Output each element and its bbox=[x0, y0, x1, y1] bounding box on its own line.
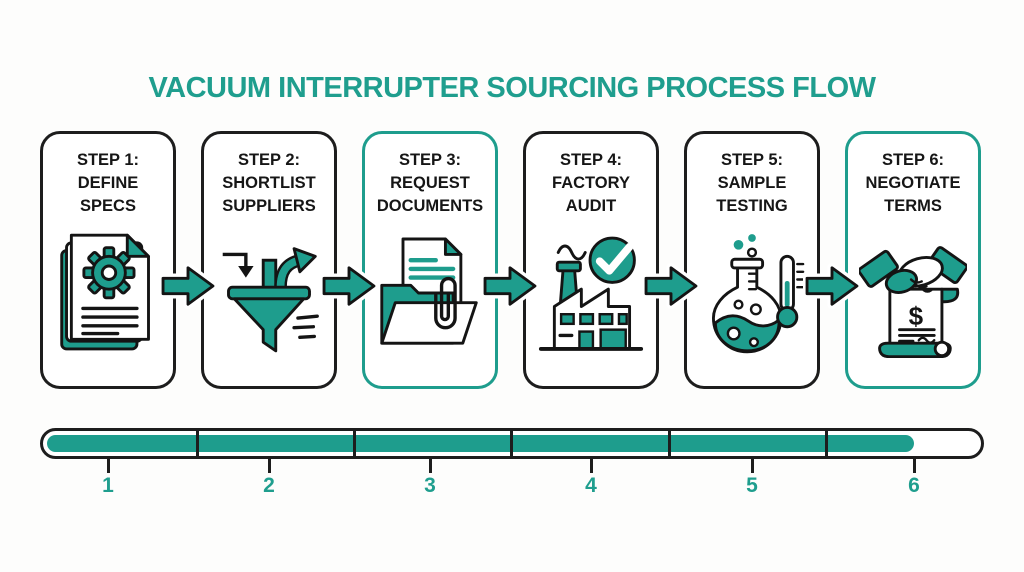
step-6-line-2: NEGOTIATE bbox=[865, 174, 961, 192]
segment-divider bbox=[668, 428, 671, 459]
step-4-label: STEP 4: FACTORY AUDIT bbox=[526, 149, 656, 218]
svg-text:$: $ bbox=[909, 301, 924, 331]
step-6-line-1: STEP 6: bbox=[881, 151, 945, 169]
step-card-1: STEP 1: DEFINE SPECS bbox=[40, 131, 176, 389]
folder-documents-icon bbox=[380, 237, 478, 345]
tick-label-4: 4 bbox=[585, 474, 597, 497]
step-5-line-2: SAMPLE bbox=[717, 174, 787, 192]
arrow-right-icon bbox=[481, 262, 539, 310]
arrow-right-icon bbox=[159, 262, 217, 310]
tick-label-6: 6 bbox=[908, 474, 920, 497]
step-card-6: STEP 6: NEGOTIATE TERMS $ bbox=[845, 131, 981, 389]
tick-mark-5 bbox=[751, 458, 754, 473]
page-title: VACUUM INTERRUPTER SOURCING PROCESS FLOW bbox=[148, 72, 876, 104]
step-3-line-2: REQUEST bbox=[390, 174, 470, 192]
step-2-line-2: SHORTLIST bbox=[222, 174, 316, 192]
segment-divider bbox=[196, 428, 199, 459]
segment-divider bbox=[510, 428, 513, 459]
step-3-line-1: STEP 3: bbox=[398, 151, 462, 169]
segment-divider bbox=[825, 428, 828, 459]
arrow-right-icon bbox=[320, 262, 378, 310]
segment-divider bbox=[353, 428, 356, 459]
documents-gear-icon bbox=[60, 233, 150, 351]
step-5-label: STEP 5: SAMPLE TESTING bbox=[687, 149, 817, 218]
arrow-right-icon bbox=[803, 262, 861, 310]
step-2-line-3: SUPPLIERS bbox=[222, 197, 316, 215]
step-card-2: STEP 2: SHORTLIST SUPPLIERS bbox=[201, 131, 337, 389]
tick-label-5: 5 bbox=[746, 474, 758, 497]
tick-mark-2 bbox=[268, 458, 271, 473]
handshake-contract-icon: $ bbox=[859, 246, 967, 358]
step-1-line-2: DEFINE bbox=[77, 174, 139, 192]
step-5-line-1: STEP 5: bbox=[720, 151, 784, 169]
tick-label-1: 1 bbox=[102, 474, 114, 497]
step-2-label: STEP 2: SHORTLIST SUPPLIERS bbox=[204, 149, 334, 218]
step-6-label: STEP 6: NEGOTIATE TERMS bbox=[848, 149, 978, 218]
step-3-label: STEP 3: REQUEST DOCUMENTS bbox=[365, 149, 495, 218]
step-1-label: STEP 1: DEFINE SPECS bbox=[43, 149, 173, 218]
step-card-3: STEP 3: REQUEST DOCUMENTS bbox=[362, 131, 498, 389]
step-3-line-3: DOCUMENTS bbox=[376, 197, 484, 215]
step-card-4: STEP 4: FACTORY AUDIT bbox=[523, 131, 659, 389]
tick-mark-6 bbox=[913, 458, 916, 473]
step-4-line-1: STEP 4: bbox=[559, 151, 623, 169]
step-6-line-3: TERMS bbox=[884, 197, 942, 215]
step-4-line-3: AUDIT bbox=[565, 197, 617, 215]
progress-bar-fill bbox=[47, 435, 914, 452]
step-1-line-3: SPECS bbox=[80, 197, 136, 215]
tick-label-2: 2 bbox=[263, 474, 275, 497]
step-card-5: STEP 5: SAMPLE TESTING bbox=[684, 131, 820, 389]
tick-mark-4 bbox=[590, 458, 593, 473]
arrow-right-icon bbox=[642, 262, 700, 310]
step-5-line-3: TESTING bbox=[716, 197, 788, 215]
tick-mark-1 bbox=[107, 458, 110, 473]
funnel-icon bbox=[222, 247, 319, 353]
factory-check-icon bbox=[538, 236, 644, 351]
tick-label-3: 3 bbox=[424, 474, 436, 497]
step-4-line-2: FACTORY bbox=[552, 174, 630, 192]
step-2-line-1: STEP 2: bbox=[237, 151, 301, 169]
step-1-line-1: STEP 1: bbox=[76, 151, 140, 169]
tick-mark-3 bbox=[429, 458, 432, 473]
flask-thermometer-icon bbox=[711, 234, 805, 354]
